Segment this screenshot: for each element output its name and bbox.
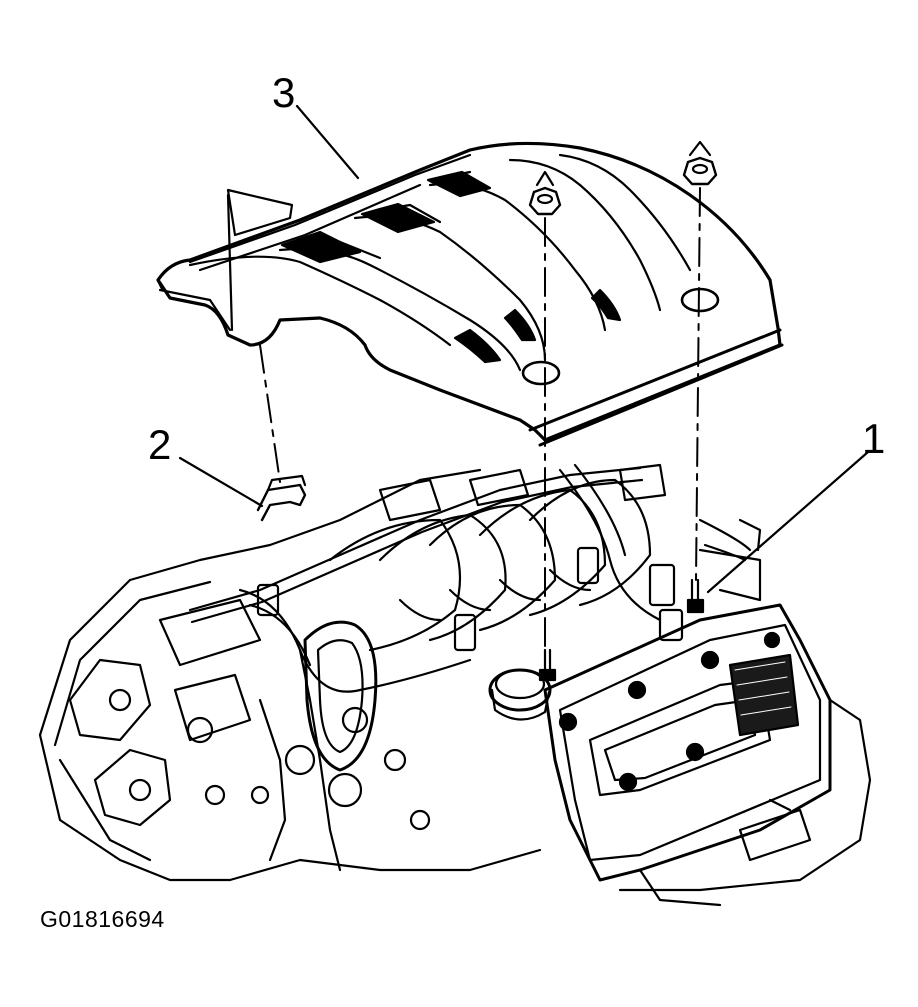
- callout-leaders: [178, 104, 870, 594]
- alignment-lines: [259, 187, 701, 651]
- engine-cover: [156, 141, 784, 447]
- cover-nut: [682, 140, 718, 186]
- leader-2: [178, 456, 264, 508]
- cover-nut: [528, 170, 562, 216]
- leader-1: [706, 450, 870, 594]
- engine-assembly: [38, 463, 872, 907]
- figure-id: G01816694: [40, 906, 165, 932]
- leader-3: [295, 104, 360, 180]
- callout-1: 1: [862, 415, 886, 462]
- callout-3: 3: [272, 69, 296, 116]
- cover-mounting-stud: [538, 578, 705, 682]
- rear-retainer-clip: [256, 474, 307, 522]
- callout-2: 2: [148, 421, 172, 468]
